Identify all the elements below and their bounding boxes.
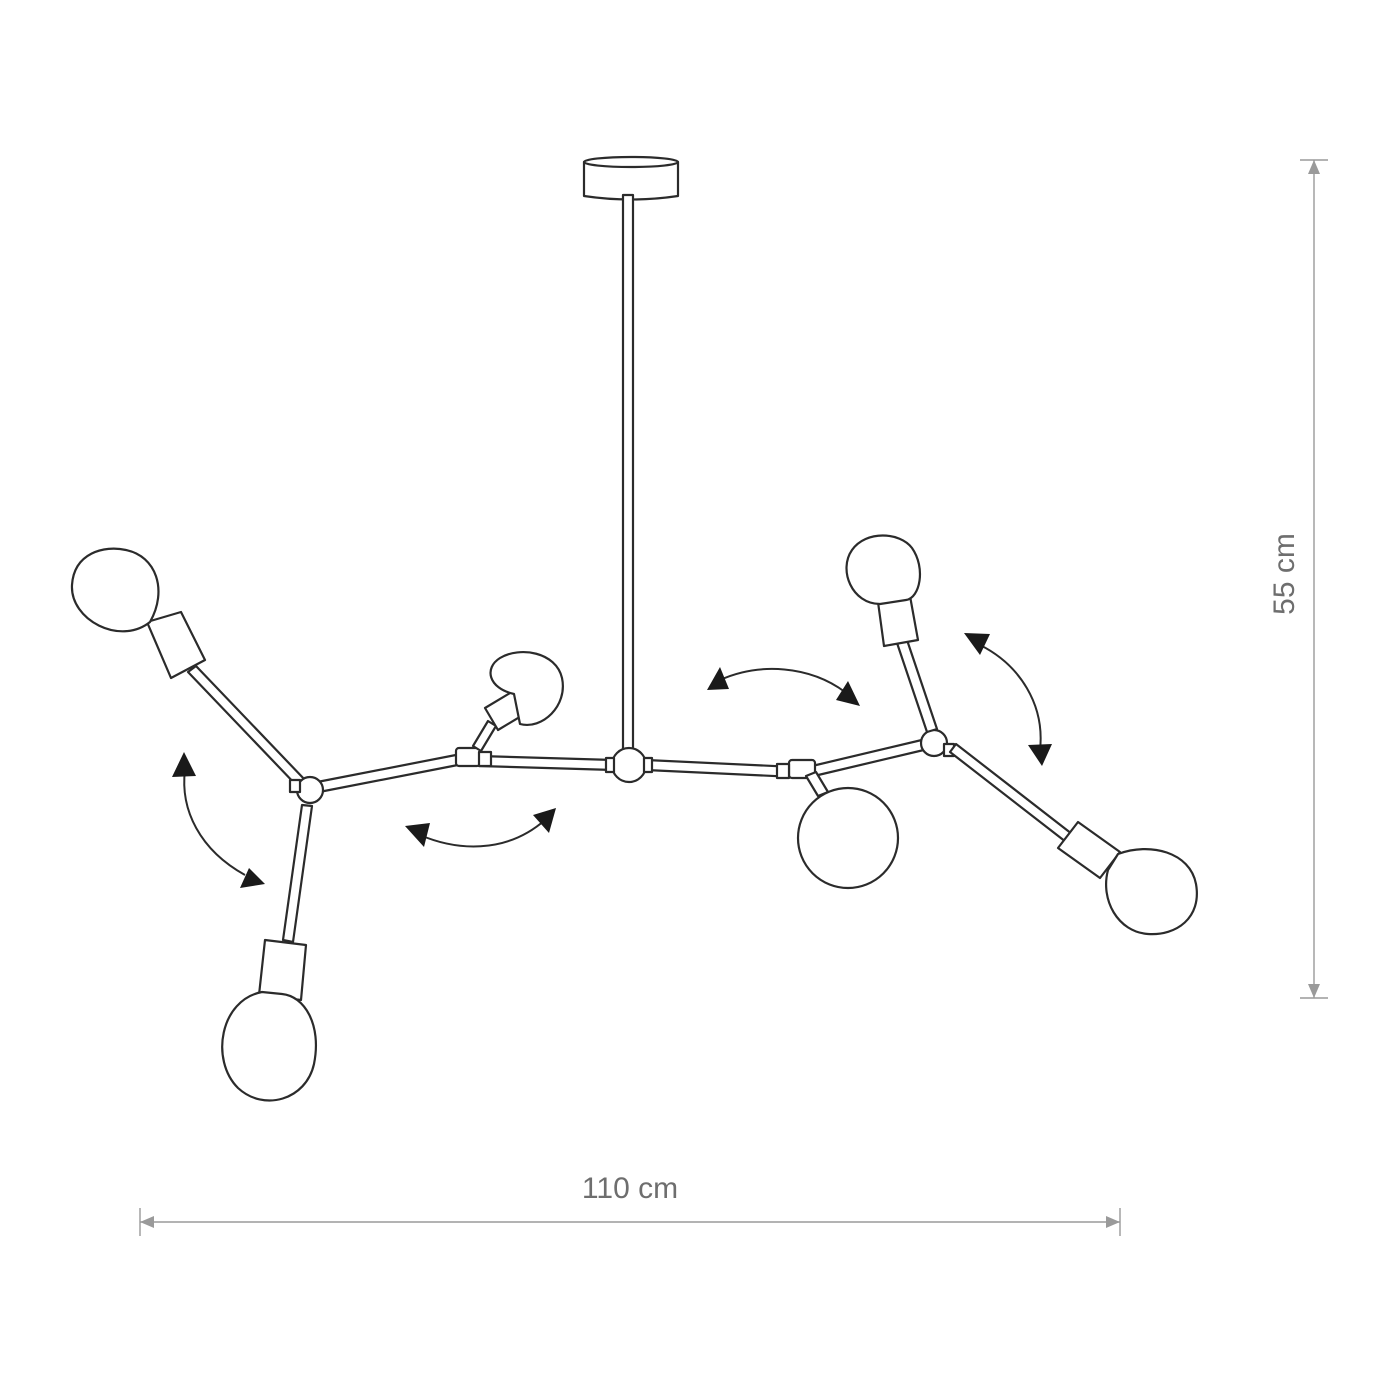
right-inner-bulb: [796, 770, 900, 890]
right-lower-branch: [948, 742, 1198, 936]
left-inner-bulb: [471, 651, 564, 753]
height-label: 55 cm: [1268, 533, 1301, 615]
right-upper-branch: [845, 534, 939, 734]
suspension-rod: [621, 193, 635, 752]
left-outer-hub: [288, 775, 325, 805]
ceiling-canopy: [582, 155, 680, 201]
rotation-arrow-left: [172, 752, 265, 888]
rotation-arrow-center-left: [405, 808, 556, 848]
height-dimension: 55 cm: [1268, 159, 1328, 999]
left-upper-branch: [70, 547, 308, 789]
rotation-arrow-right: [964, 633, 1052, 766]
left-lower-branch: [221, 803, 317, 1102]
width-dimension: 110 cm: [139, 1172, 1121, 1236]
rotation-arrow-center-right: [707, 667, 860, 706]
left-inner-joint: [454, 746, 493, 768]
center-hub: [604, 746, 654, 784]
width-label: 110 cm: [582, 1172, 678, 1205]
right-inner-joint: [775, 758, 817, 780]
